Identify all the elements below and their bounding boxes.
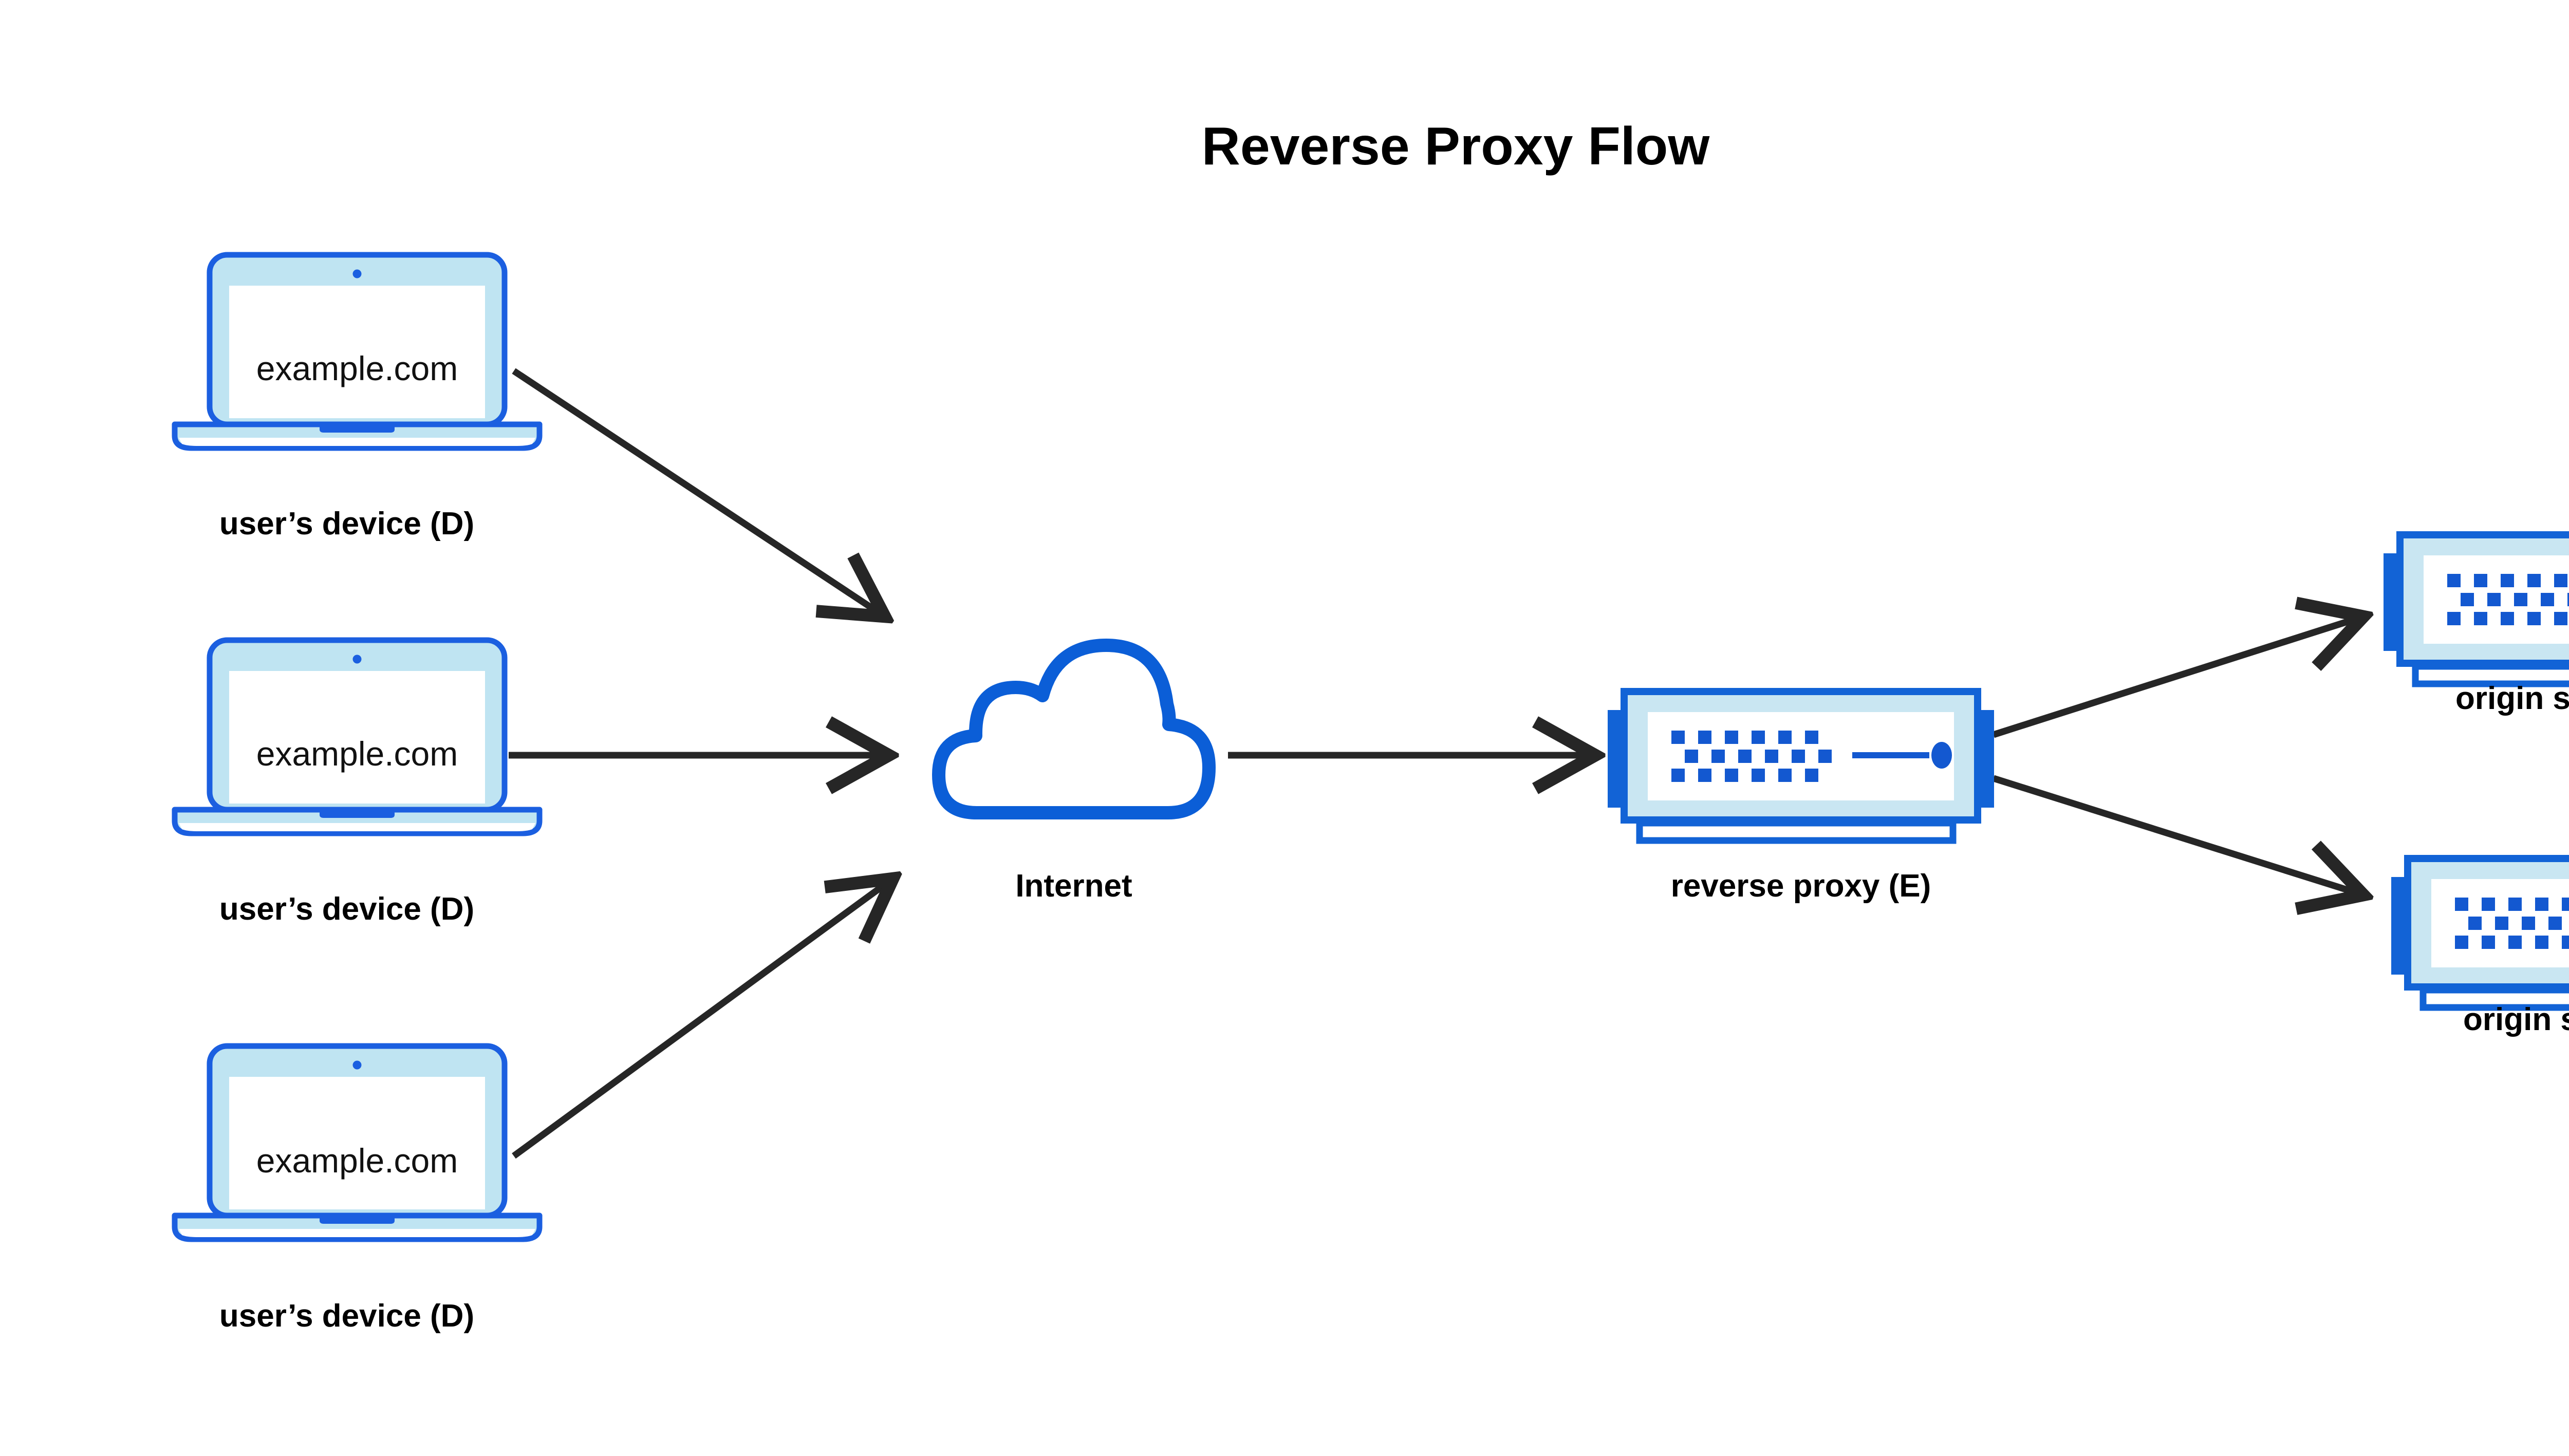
device-label: user’s device (D) [219, 506, 474, 542]
node-reverse-proxy[interactable]: reverse proxy (E) [1608, 692, 1994, 904]
node-user-device-middle[interactable]: example.com user’s device (D) [175, 640, 539, 927]
node-origin-server-top[interactable]: origin server (F) [2384, 535, 2569, 716]
server-icon [2391, 858, 2569, 1007]
internet-label: Internet [1015, 868, 1132, 904]
server-icon [2384, 535, 2569, 684]
reverse-proxy-label: reverse proxy (E) [1671, 868, 1931, 904]
edge-proxy-to-origin-top [1993, 617, 2363, 738]
node-internet-cloud[interactable]: Internet [939, 645, 1209, 904]
server-icon [1608, 692, 1994, 841]
edge-proxy-to-origin-bottom [1993, 775, 2363, 895]
device-screen-text: example.com [256, 1142, 458, 1180]
node-origin-server-bottom[interactable]: origin server (F) [2391, 858, 2569, 1037]
node-user-device-top[interactable]: example.com user’s device (D) [175, 255, 539, 542]
cloud-icon [939, 645, 1209, 813]
node-user-device-bottom[interactable]: example.com user’s device (D) [175, 1046, 539, 1334]
edges-layer [509, 368, 2363, 1159]
device-screen-text: example.com [256, 735, 458, 773]
device-label: user’s device (D) [219, 891, 474, 927]
origin-server-label: origin server (F) [2463, 1002, 2569, 1037]
origin-server-label: origin server (F) [2455, 681, 2569, 716]
edge-device-bottom-to-internet [512, 879, 893, 1159]
edge-device-top-to-internet [512, 368, 885, 617]
device-label: user’s device (D) [219, 1298, 474, 1334]
device-screen-text: example.com [256, 349, 458, 387]
page-title: Reverse Proxy Flow [1202, 117, 1710, 176]
